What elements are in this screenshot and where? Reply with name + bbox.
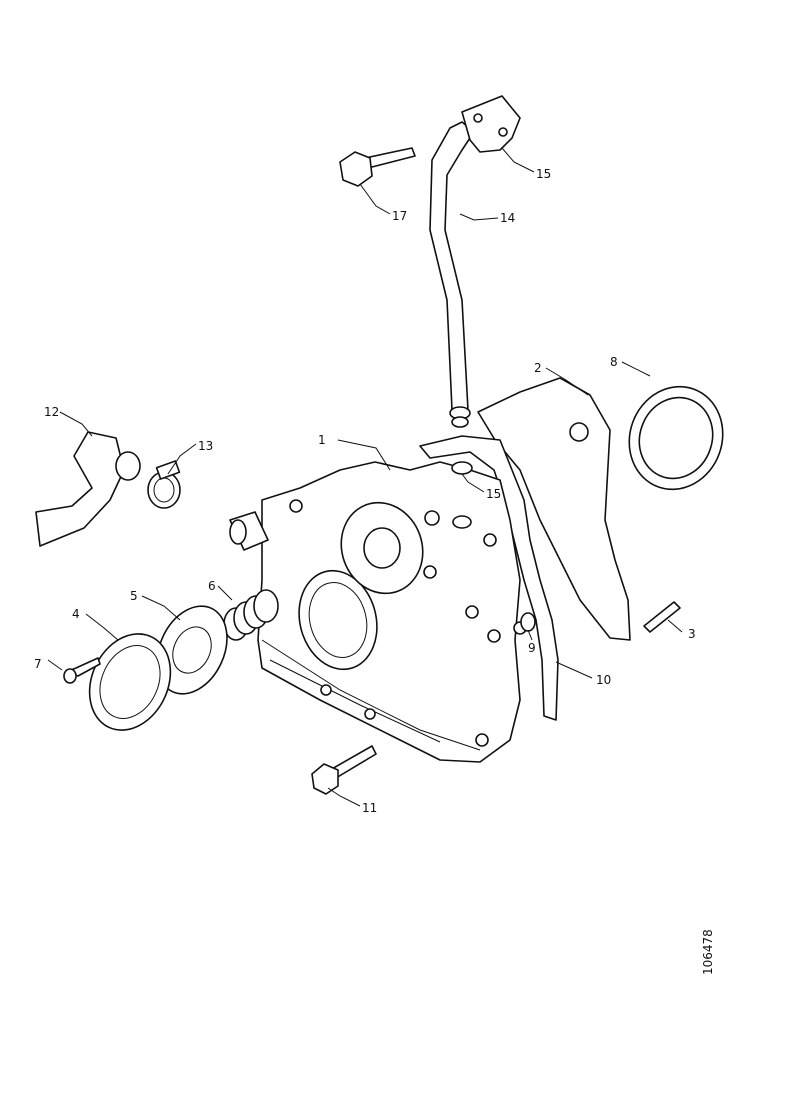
hose-clamp: [147, 460, 181, 509]
callout-15-top: 15: [536, 167, 551, 181]
front-cover-gasket: [419, 435, 559, 721]
callout-6: 6: [208, 579, 216, 593]
pump-spring: [223, 589, 279, 641]
callout-15-lower: 15: [486, 487, 501, 501]
callout-17: 17: [392, 209, 407, 223]
housing-bolt: [311, 745, 377, 795]
stud: [643, 601, 681, 633]
cover-screw: [63, 657, 101, 684]
callout-13: 13: [198, 439, 213, 453]
callout-14: 14: [500, 211, 515, 225]
figure-reference-number: 106478: [701, 929, 715, 975]
callout-9: 9: [528, 641, 536, 655]
pump-plate: [156, 605, 228, 695]
callout-12: 12: [44, 405, 59, 419]
flange-bolt: [339, 147, 416, 187]
crankshaft-seal: [628, 385, 724, 491]
coolant-hose: [35, 431, 141, 547]
oil-pipe: [429, 121, 475, 428]
callout-8: 8: [610, 355, 618, 369]
callout-4: 4: [72, 607, 80, 621]
callout-1: 1: [318, 433, 326, 447]
callout-10: 10: [596, 673, 611, 687]
callout-11: 11: [362, 801, 377, 815]
callout-5: 5: [130, 589, 138, 603]
outlet-nozzle: [229, 511, 269, 551]
pipe-flange: [461, 95, 521, 153]
dowel-pin: [520, 612, 536, 632]
callout-3: 3: [688, 627, 696, 641]
front-cover-housing: [257, 461, 527, 763]
callout-leaders: [47, 147, 683, 807]
callout-7: 7: [34, 657, 42, 671]
callout-labels: 1 2 3 4 5 6 7 8 9 10 11 12 13 14 15 15 1…: [34, 167, 696, 815]
callout-2: 2: [534, 361, 542, 375]
